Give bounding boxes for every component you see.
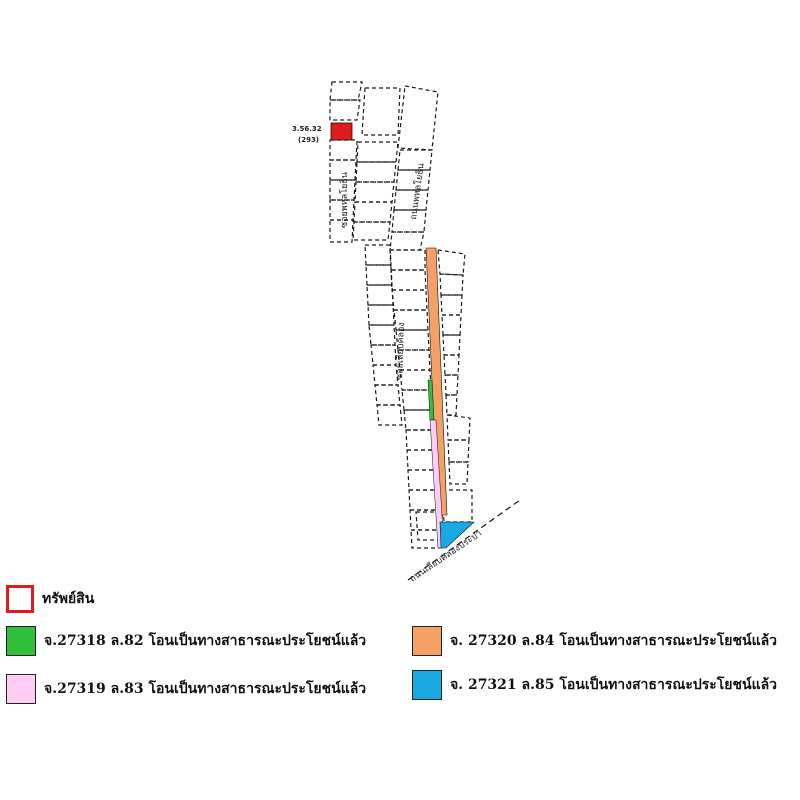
asset-label-number: (293) [298, 136, 319, 144]
asset-parcel [330, 122, 353, 141]
middle-parcel-block [364, 244, 466, 431]
legend-swatch-s3 [6, 674, 36, 704]
legend-item-s5: จ. 27321 ล.85 โอนเป็นทางสาธารณะประโยชน์แ… [412, 670, 777, 700]
legend-label-asset: ทรัพย์สิน [42, 591, 95, 607]
legend-swatch-s4 [412, 626, 442, 656]
legend-swatch-s2 [6, 626, 36, 656]
legend-swatch-asset [6, 585, 34, 613]
legend-item-s3: จ.27319 ล.83 โอนเป็นทางสาธารณะประโยชน์แล… [6, 674, 366, 704]
legend-item-s4: จ. 27320 ล.84 โอนเป็นทางสาธารณะประโยชน์แ… [412, 626, 777, 656]
legend-item-asset: ทรัพย์สิน [6, 585, 94, 613]
road-line [407, 499, 521, 581]
road-label-1: ซอยพหลโยธิน [339, 172, 350, 228]
legend-label-s5: จ. 27321 ล.85 โอนเป็นทางสาธารณะประโยชน์แ… [450, 677, 778, 693]
road-label-3: ซอยเลียบคลอง [394, 322, 407, 380]
legend-label-s4: จ. 27320 ล.84 โอนเป็นทางสาธารณะประโยชน์แ… [450, 633, 778, 649]
road-label-2: ถนนพหลโยธิน [408, 163, 427, 221]
legend-label-s2: จ.27318 ล.82 โอนเป็นทางสาธารณะประโยชน์แล… [44, 633, 367, 649]
legend-item-s2: จ.27318 ล.82 โอนเป็นทางสาธารณะประโยชน์แล… [6, 626, 366, 656]
legend-label-s3: จ.27319 ล.83 โอนเป็นทางสาธารณะประโยชน์แล… [44, 681, 367, 697]
legend-swatch-s5 [412, 670, 442, 700]
parcel-s5-strip [439, 521, 475, 549]
asset-label-code: 3.56.32 [292, 125, 322, 133]
